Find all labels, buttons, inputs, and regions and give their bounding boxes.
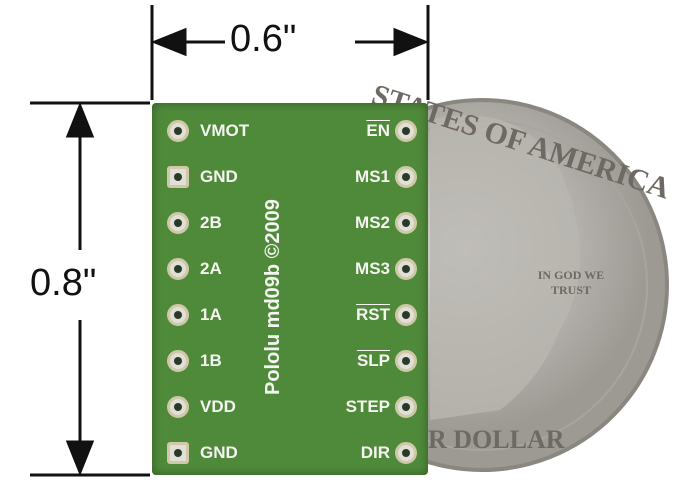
pin-right-1 [395, 166, 417, 188]
height-dimension: 0.8" [30, 262, 97, 304]
driver-board [152, 103, 428, 475]
washington-relief [430, 115, 580, 421]
pin-label: 1B [200, 351, 222, 370]
pin-label: VMOT [200, 121, 250, 140]
pin-label: RST [356, 305, 390, 324]
pin-label: MS3 [355, 259, 390, 278]
board-marking: Pololu md09b ©2009 [262, 199, 284, 395]
width-dimension: 0.6" [230, 18, 297, 60]
pin-right-5 [395, 350, 417, 372]
pin-label: 1A [200, 305, 222, 324]
pin-label: SLP [356, 351, 390, 370]
pin-label: 2B [200, 213, 222, 232]
pin-label: EN [366, 121, 390, 140]
coin-bottom-text: R DOLLAR [428, 425, 565, 454]
pin-right-0 [395, 120, 417, 142]
pin-left-4 [167, 304, 189, 326]
pin-label: 2A [200, 259, 222, 278]
pin-right-4 [395, 304, 417, 326]
pin-left-1 [167, 166, 189, 188]
pin-label: GND [200, 443, 238, 462]
pin-right-2 [395, 212, 417, 234]
pin-left-5 [167, 350, 189, 372]
pin-right-7 [395, 442, 417, 464]
coin-motto: IN GOD WE TRUST [537, 268, 605, 297]
pin-right-6 [395, 396, 417, 418]
pin-label: GND [200, 167, 238, 186]
pin-label: STEP [345, 397, 390, 416]
pin-left-7 [167, 442, 189, 464]
pin-left-3 [167, 258, 189, 280]
pin-left-6 [167, 396, 189, 418]
pin-right-3 [395, 258, 417, 280]
pin-label: MS1 [355, 167, 390, 186]
pin-left-2 [167, 212, 189, 234]
pin-label: DIR [360, 443, 390, 462]
pin-label: MS2 [355, 213, 390, 232]
pin-left-0 [167, 120, 189, 142]
dimension-lines [30, 5, 430, 477]
pin-label: VDD [200, 397, 236, 416]
